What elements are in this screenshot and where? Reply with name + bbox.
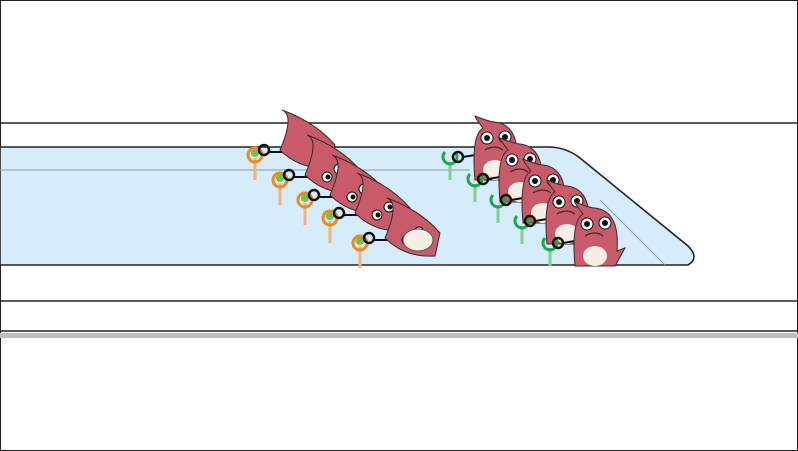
green-strap-handle-icon [541, 236, 559, 252]
mascot-pupil [484, 135, 490, 141]
arm [487, 176, 501, 180]
handle-center [356, 237, 364, 245]
arm [562, 240, 576, 244]
window-inner-line [599, 199, 666, 266]
mascot-pupil [532, 178, 538, 184]
arm [510, 197, 524, 201]
mascot-pupil [350, 194, 356, 200]
handle-center [276, 174, 284, 182]
mascot-belly [583, 246, 607, 266]
mascot-mouth [484, 146, 504, 151]
mascot-pupil [584, 221, 590, 227]
handle-center [251, 149, 259, 157]
green-strap-handle-icon [489, 193, 507, 209]
mascot-pupil [375, 212, 381, 218]
green-strap-handle-icon [513, 214, 531, 230]
hand-ring [307, 188, 321, 202]
mascot-mouth [532, 189, 552, 194]
mascot-pupil [325, 174, 331, 180]
hand-ring [362, 231, 376, 245]
standing-mascot [541, 201, 627, 267]
mascot-mouth [509, 168, 529, 173]
handle-center [326, 212, 334, 220]
hand-ring [332, 206, 346, 220]
mascot-pupil [556, 199, 562, 205]
standing-mascot [489, 158, 575, 224]
mascot-pupil [502, 134, 508, 140]
mascot-mouth [556, 210, 576, 215]
mascot-mouth [584, 232, 604, 237]
handle-center [301, 194, 309, 202]
tote-bag-icon [402, 228, 434, 252]
mascot-pupil [509, 157, 515, 163]
arm [462, 154, 476, 158]
green-strap-handle-icon [441, 150, 459, 166]
mascot-pupil [602, 220, 608, 226]
mascot-pupil [527, 156, 533, 162]
arm [534, 218, 548, 222]
green-strap-handle-icon [466, 172, 484, 188]
mascot-pupil [387, 204, 393, 210]
hand-ring [282, 168, 296, 182]
passengers [246, 109, 627, 268]
platform-band [0, 333, 798, 338]
hand-ring [257, 143, 271, 157]
